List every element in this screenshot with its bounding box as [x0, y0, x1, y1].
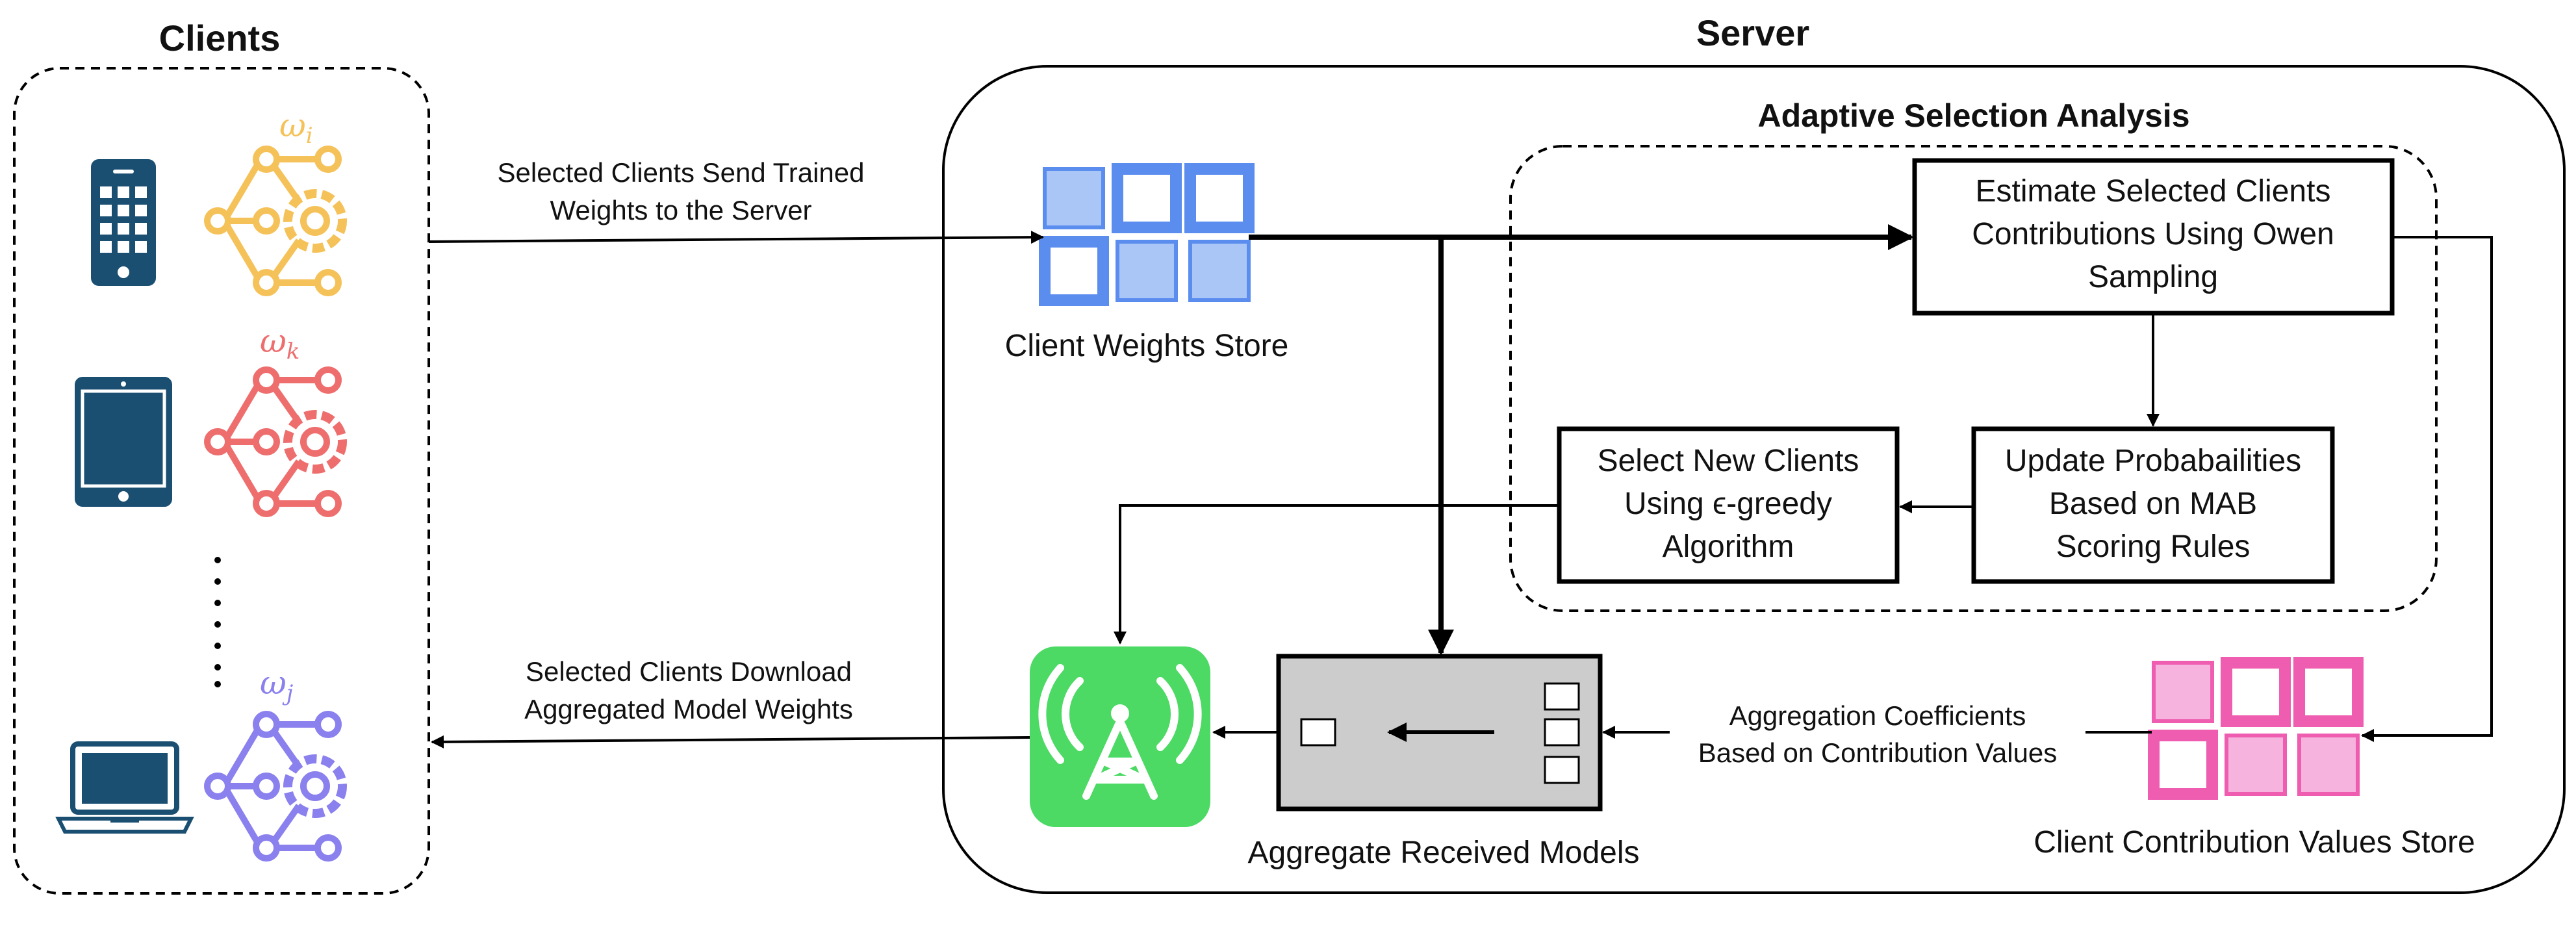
aggregate-label: Aggregate Received Models — [1247, 836, 1639, 870]
neural-network-gear-icon-2 — [204, 366, 347, 517]
adaptive-selection-container — [1509, 145, 2438, 612]
aggregator-block — [1276, 654, 1603, 812]
coeff-line-2: Based on Contribution Values — [1698, 737, 2058, 768]
weight-label-1: ωi — [279, 107, 313, 149]
select-to-broadcast-arrow — [1114, 504, 1559, 645]
select-line-2: Using ϵ-greedy — [1624, 487, 1832, 521]
download-weights-arrow — [431, 735, 1030, 748]
server-title: Server — [1696, 12, 1809, 53]
select-new-clients-box — [1557, 426, 1900, 584]
client-weights-store-icon — [1039, 163, 1255, 306]
estimate-contributions-box — [1912, 158, 2395, 316]
estimate-line-1: Estimate Selected Clients — [1976, 174, 2331, 209]
smartphone-icon — [91, 159, 156, 286]
update-line-1: Update Probabailities — [2005, 444, 2301, 478]
select-line-3: Algorithm — [1663, 530, 1794, 564]
send-weights-line-2: Weights to the Server — [550, 195, 811, 225]
download-line-1: Selected Clients Download — [526, 656, 852, 687]
neural-network-gear-icon-1 — [204, 146, 347, 296]
client-weights-store-label: Client Weights Store — [1005, 329, 1289, 363]
select-line-1: Select New Clients — [1598, 444, 1859, 478]
weight-label-3: ωj — [260, 664, 294, 706]
analysis-title: Adaptive Selection Analysis — [1757, 97, 2189, 134]
coeff-label-bg — [1670, 698, 2085, 776]
estimate-line-2: Contributions Using Owen — [1972, 217, 2334, 251]
laptop-icon — [55, 741, 194, 834]
tablet-icon — [75, 377, 172, 507]
server-container — [942, 65, 2566, 894]
client-contribution-store-icon — [2148, 657, 2364, 800]
weight-label-2: ωk — [260, 322, 300, 364]
download-line-2: Aggregated Model Weights — [524, 694, 853, 724]
send-weights-arrow — [428, 231, 1044, 244]
client-contribution-store-label: Client Contribution Values Store — [2034, 825, 2475, 860]
send-weights-line-1: Selected Clients Send Trained — [497, 157, 864, 188]
broadcast-tower-icon — [1030, 646, 1210, 827]
vertical-ellipsis-icon — [214, 557, 221, 687]
estimate-to-contribution-arrow — [2361, 236, 2493, 742]
update-probabilities-box — [1971, 426, 2335, 584]
clients-container — [13, 67, 430, 895]
clients-title: Clients — [159, 18, 281, 58]
neural-network-gear-icon-3 — [204, 711, 347, 862]
coeff-line-1: Aggregation Coefficients — [1729, 700, 2026, 731]
estimate-line-3: Sampling — [2088, 260, 2218, 294]
update-line-2: Based on MAB — [2049, 487, 2257, 521]
update-line-3: Scoring Rules — [2056, 530, 2251, 564]
